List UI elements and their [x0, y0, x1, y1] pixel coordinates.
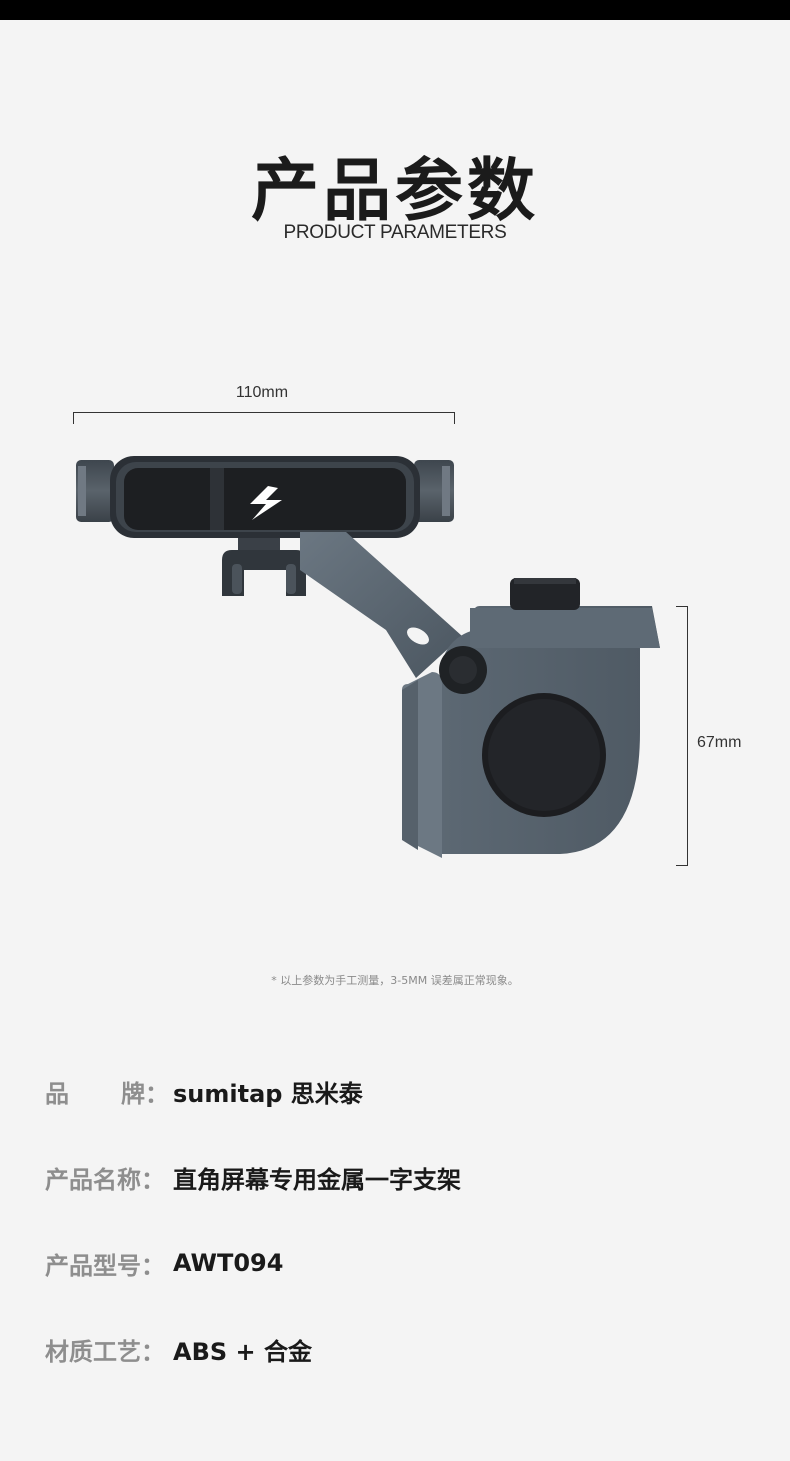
spec-key: 产品名称： [45, 1165, 165, 1194]
brand-logo [250, 486, 282, 520]
product-image [76, 456, 660, 858]
spec-key: 材质工艺： [45, 1337, 165, 1366]
spec-value: ABS + 合金 [173, 1337, 312, 1366]
spec-value: sumitap 思米泰 [173, 1079, 363, 1108]
spec-key-part: 品 [45, 1079, 69, 1108]
spec-key-part: 牌： [121, 1079, 169, 1108]
mount-neck [222, 538, 306, 596]
screen-clamp-body [402, 578, 660, 858]
height-dimension-label: 67mm [697, 734, 742, 751]
spec-value: 直角屏幕专用金属一字支架 [173, 1165, 461, 1194]
width-dimension-line [73, 412, 455, 424]
spec-value: AWT094 [173, 1249, 284, 1277]
spec-row-product-name: 产品名称： 直角屏幕专用金属一字支架 [45, 1157, 461, 1197]
spec-row-material: 材质工艺： ABS + 合金 [45, 1329, 312, 1369]
height-dimension-line [676, 606, 688, 866]
measurement-note: * 以上参数为手工测量，3-5MM 误差属正常现象。 [271, 974, 519, 987]
spec-key: 品 牌： [45, 1074, 173, 1109]
width-dimension-label: 110mm [235, 384, 289, 401]
top-knob [510, 578, 580, 610]
support-arm [300, 532, 462, 678]
spec-row-model: 产品型号： AWT094 [45, 1243, 283, 1283]
spec-key: 产品型号： [45, 1251, 165, 1280]
page-title: 产品参数 [250, 152, 539, 231]
top-bar [0, 0, 790, 20]
page-subtitle: PRODUCT PARAMETERS [283, 222, 507, 243]
spec-row-brand: 品 牌： sumitap 思米泰 [45, 1071, 363, 1111]
